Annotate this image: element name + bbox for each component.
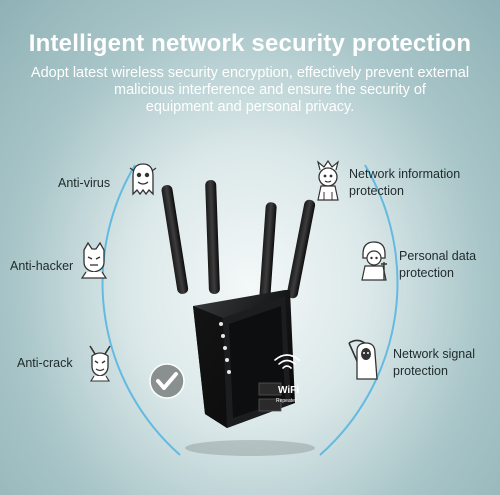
label-anti-crack: Anti-crack <box>17 356 73 370</box>
label-network-information: Network information protection <box>349 166 460 200</box>
label-line: protection <box>349 184 404 198</box>
label-personal-data: Personal data protection <box>399 248 476 282</box>
label-line: protection <box>399 266 454 280</box>
virus-ghost-icon <box>129 163 157 196</box>
label-network-signal: Network signal protection <box>393 346 475 380</box>
hacker-icon <box>80 241 108 279</box>
label-line: Network signal <box>393 347 475 361</box>
wifi-logo-icon <box>274 354 300 369</box>
personal-data-icon <box>361 241 387 281</box>
page-title: Intelligent network security protection <box>28 30 472 57</box>
subtitle-line-1: Adopt latest wireless security encryptio… <box>30 65 470 81</box>
subtitle-line-3: equipment and personal privacy. <box>145 99 355 115</box>
cracker-devil-icon <box>89 345 111 382</box>
subtitle-line-2: malicious interference and ensure the se… <box>114 82 426 98</box>
label-line: Personal data <box>399 249 477 263</box>
device-logo-text: WiFi <box>278 385 300 396</box>
check-icon <box>149 363 185 399</box>
label-line: Network information <box>349 167 461 181</box>
device-logo-subtext: Repeater <box>276 398 297 404</box>
label-anti-hacker: Anti-hacker <box>10 259 74 273</box>
label-line: protection <box>393 364 448 378</box>
antenna-group <box>161 180 316 303</box>
label-anti-virus: Anti-virus <box>58 176 111 190</box>
wifi-repeater-device <box>161 180 316 456</box>
network-info-icon <box>316 160 340 201</box>
grim-reaper-icon <box>348 339 378 380</box>
